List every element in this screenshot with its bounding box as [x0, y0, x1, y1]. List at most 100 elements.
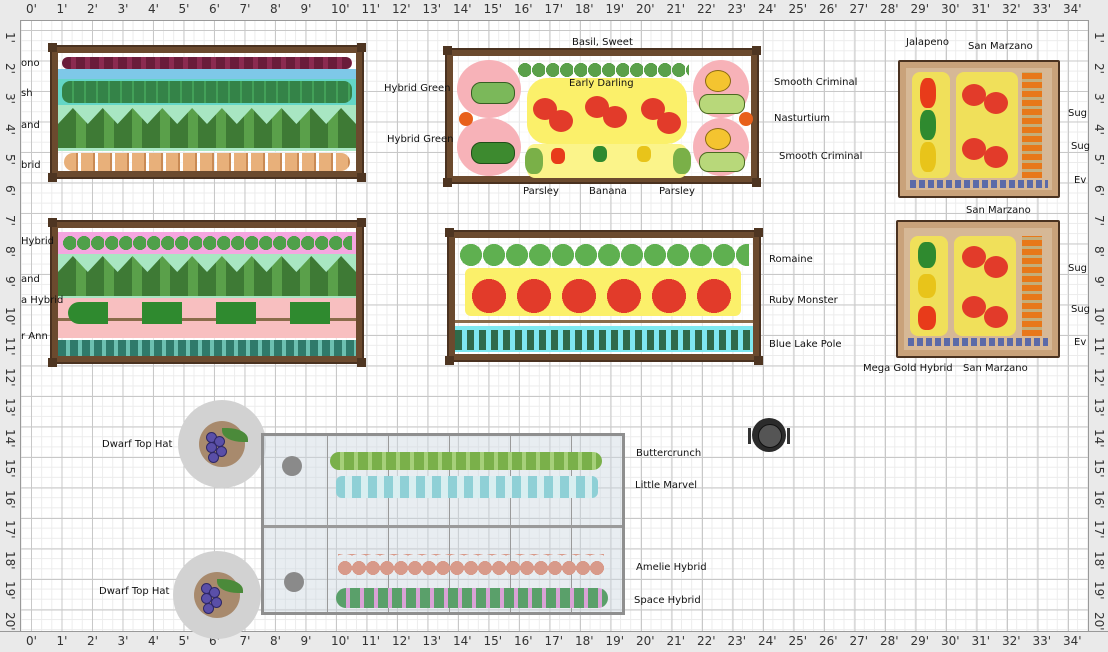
- plant-row-basil[interactable]: [517, 60, 689, 80]
- squash-yellow[interactable]: [705, 128, 731, 150]
- zucchini[interactable]: [471, 142, 515, 164]
- pepper[interactable]: [918, 306, 936, 330]
- raised-bed-3[interactable]: [445, 48, 759, 184]
- plant-row-carrots[interactable]: [1022, 72, 1042, 178]
- tomato[interactable]: [962, 296, 986, 318]
- ruler-tick-label: 5': [178, 634, 190, 648]
- tomato[interactable]: [603, 106, 627, 128]
- bed6-label-bottom-1: Mega Gold Hybrid: [863, 363, 953, 374]
- ruler-tick-label: 10': [331, 2, 350, 16]
- ruler-tick-label: 11': [1092, 337, 1106, 356]
- plant-row-beets[interactable]: [62, 57, 352, 69]
- squash-green[interactable]: [699, 152, 745, 172]
- bed1-label-4: brid: [21, 160, 41, 171]
- tomato[interactable]: [657, 112, 681, 134]
- berry-icon: [203, 603, 214, 614]
- parsley[interactable]: [673, 148, 691, 174]
- squash-green[interactable]: [699, 94, 745, 114]
- pepper[interactable]: [593, 146, 607, 162]
- ruler-tick-label: 14': [453, 2, 472, 16]
- bed6-label-bottom-2: San Marzano: [963, 363, 1028, 374]
- ruler-tick-label: 19': [605, 2, 625, 16]
- pepper[interactable]: [918, 242, 936, 268]
- ruler-tick-label: 1': [56, 634, 68, 648]
- plant-row-onions[interactable]: [908, 338, 1048, 346]
- plant-row-little-marvel[interactable]: [336, 476, 598, 498]
- fruit-tree[interactable]: [173, 551, 261, 639]
- ruler-tick-label: 9': [3, 276, 17, 287]
- greenhouse[interactable]: [261, 433, 625, 615]
- pepper[interactable]: [920, 142, 936, 172]
- tomato[interactable]: [962, 246, 986, 268]
- raised-bed-1[interactable]: [50, 45, 364, 179]
- bed5-label-right-1: Sug: [1068, 108, 1088, 119]
- raised-bed-4[interactable]: [447, 230, 761, 362]
- ruler-tick-label: 34': [1063, 634, 1082, 648]
- plant-row-romaine[interactable]: [459, 242, 749, 268]
- raised-bed-2[interactable]: [50, 220, 364, 364]
- bed-post: [357, 43, 366, 52]
- ruler-tick-label: 16': [514, 634, 533, 648]
- tomato[interactable]: [962, 138, 986, 160]
- ruler-tick-label: 5': [1092, 154, 1106, 165]
- tomato[interactable]: [962, 84, 986, 106]
- ruler-tick-label: 20': [636, 634, 655, 648]
- bed6-label-right-3: Ev: [1074, 337, 1087, 348]
- bed3-label-right-3: Smooth Criminal: [779, 151, 863, 162]
- raised-bed-5[interactable]: [898, 60, 1060, 198]
- ruler-tick-label: 0': [26, 634, 37, 648]
- ruler-tick-label: 26': [819, 2, 838, 16]
- plant-row-space-hybrid[interactable]: [336, 588, 608, 608]
- pepper[interactable]: [918, 274, 936, 298]
- bed1-label-1: ono: [21, 58, 40, 69]
- ruler-tick-label: 17': [544, 2, 564, 16]
- pepper[interactable]: [637, 146, 651, 162]
- plant-row-beans[interactable]: [58, 340, 356, 356]
- pepper[interactable]: [920, 78, 936, 108]
- tomato[interactable]: [641, 98, 665, 120]
- grill-icon[interactable]: [748, 418, 790, 452]
- ruler-tick-label: 34': [1063, 2, 1082, 16]
- pepper[interactable]: [920, 110, 936, 140]
- tomato[interactable]: [984, 92, 1008, 114]
- nasturtium[interactable]: [459, 112, 473, 126]
- tomato[interactable]: [549, 110, 573, 132]
- nasturtium[interactable]: [739, 112, 753, 126]
- bed5-label-right-3: Ev: [1074, 175, 1087, 186]
- ruler-tick-label: 24': [758, 2, 777, 16]
- ruler-tick-label: 22': [697, 634, 716, 648]
- vent-icon[interactable]: [284, 572, 304, 592]
- raised-bed-6[interactable]: [896, 220, 1060, 358]
- pepper[interactable]: [551, 148, 565, 164]
- plant-row-cucumbers[interactable]: [68, 302, 348, 324]
- plant-row-buttercrunch[interactable]: [330, 452, 602, 470]
- ruler-tick-label: 9': [300, 634, 312, 648]
- parsley[interactable]: [525, 148, 543, 174]
- vent-icon[interactable]: [282, 456, 302, 476]
- ruler-tick-label: 19': [1092, 581, 1106, 600]
- plant-row-carrots[interactable]: [1022, 236, 1042, 336]
- plant-row-bean-vines[interactable]: [62, 81, 352, 103]
- gh-label-4: Space Hybrid: [634, 595, 701, 606]
- ruler-tick-label: 17': [1092, 520, 1106, 539]
- plant-row-onions[interactable]: [910, 180, 1048, 188]
- tomato[interactable]: [984, 256, 1008, 278]
- bed-post: [443, 46, 452, 55]
- ruler-tick-label: 18': [3, 550, 17, 570]
- bed2-label-2: and: [21, 274, 40, 285]
- tomato[interactable]: [984, 306, 1008, 328]
- zucchini[interactable]: [471, 82, 515, 104]
- tomato[interactable]: [984, 146, 1008, 168]
- ruler-tick-label: 4': [148, 2, 159, 16]
- plant-row-radish[interactable]: [338, 554, 604, 578]
- plant-row-onions[interactable]: [64, 153, 350, 171]
- plant-row-blue[interactable]: [58, 69, 356, 79]
- plant-row-tomatoes[interactable]: [469, 278, 737, 314]
- ruler-tick-label: 16': [1092, 489, 1106, 509]
- ruler-tick-label: 2': [3, 62, 17, 74]
- plant-row-lettuce-heads[interactable]: [62, 234, 352, 252]
- fruit-tree[interactable]: [178, 400, 266, 488]
- ruler-tick-label: 15': [1092, 459, 1106, 478]
- plant-row-pole-beans[interactable]: [455, 330, 753, 350]
- squash-yellow[interactable]: [705, 70, 731, 92]
